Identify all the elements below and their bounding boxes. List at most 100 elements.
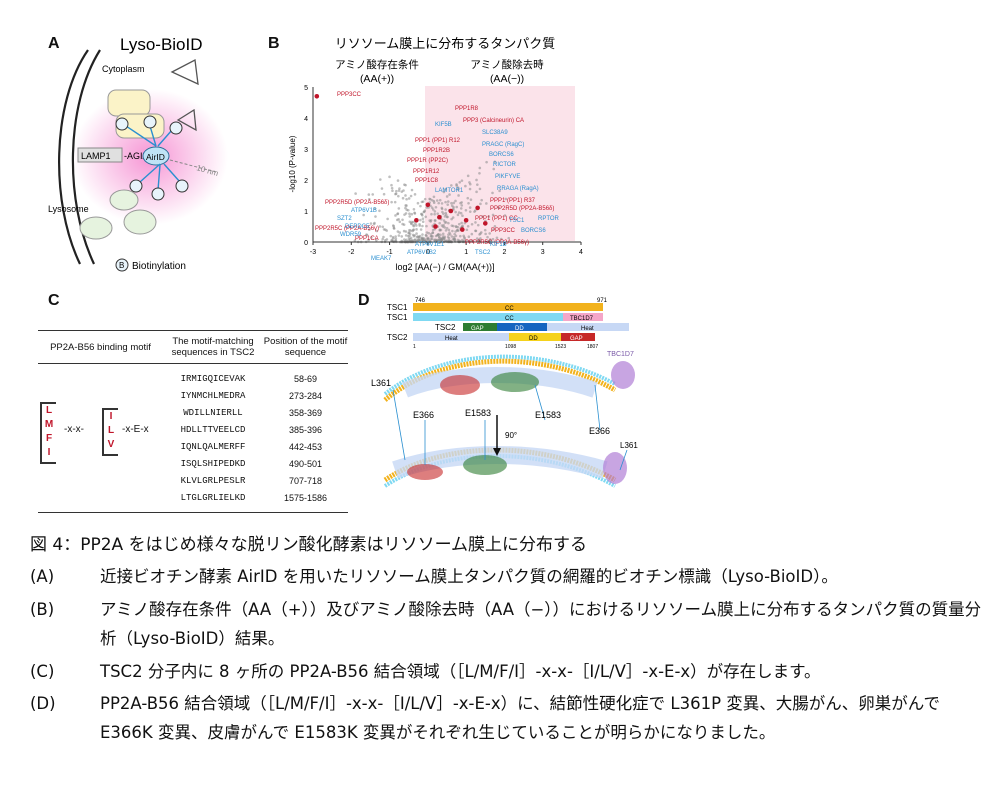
biotin-badge xyxy=(115,117,129,131)
data-point xyxy=(464,184,467,188)
data-point xyxy=(413,193,417,196)
caption-text: TSC2 分子内に 8 ヶ所の PP2A-B56 結合領域（［L/M/F/I］-… xyxy=(100,662,821,681)
data-point xyxy=(446,235,450,239)
data-point xyxy=(450,201,453,205)
y-tick-label: 2 xyxy=(304,178,308,185)
data-point xyxy=(468,210,472,213)
left-condition-label: アミノ酸存在条件 xyxy=(335,58,419,71)
panel-b-title: リソソーム膜上に分布するタンパク質 xyxy=(335,36,556,51)
domain-tracks: 746 971 TSC1 CC TSC1 CC TBC1D7 TSC2 GAP … xyxy=(387,298,629,350)
blue-protein-label: BORCS6 xyxy=(489,152,514,158)
tsc2-gap-bar-2 xyxy=(561,333,595,341)
agia-label: -AGIA- xyxy=(124,151,152,161)
data-point xyxy=(454,210,457,214)
data-point xyxy=(431,208,435,211)
data-point xyxy=(367,228,371,232)
right-condition-label: アミノ酸除去時 xyxy=(470,58,544,71)
biotin-badge xyxy=(129,179,143,193)
data-point xyxy=(475,237,479,240)
data-point xyxy=(448,193,451,196)
data-point xyxy=(450,204,454,208)
data-point xyxy=(431,228,435,232)
data-point xyxy=(464,208,468,212)
tsc1-end: 971 xyxy=(597,298,608,304)
data-point xyxy=(390,200,393,204)
x-tick-label: -2 xyxy=(348,249,354,256)
motif-sequence: ISQLSHIPEDKD xyxy=(180,458,246,469)
data-point xyxy=(428,219,431,222)
data-point xyxy=(455,229,459,232)
data-point xyxy=(414,222,417,225)
tsc2-gap-bottom xyxy=(407,464,443,480)
x-tick-label: 1 xyxy=(464,249,468,256)
data-point xyxy=(427,237,430,241)
data-point xyxy=(402,238,406,241)
data-point xyxy=(397,194,400,198)
data-point xyxy=(404,206,407,210)
blue-protein-label: KIF1B xyxy=(490,242,507,248)
data-point xyxy=(397,234,401,237)
caption-text: PP2A-B56 結合領域（［L/M/F/I］-x-x-［I/L/V］-x-E-… xyxy=(100,694,940,742)
highlight-point xyxy=(448,208,454,214)
red-protein-label: PPP2R5D (PP2A-B56δ) xyxy=(490,206,554,212)
motif-position: 273-284 xyxy=(288,390,323,401)
data-point xyxy=(444,211,448,215)
blue-protein-label: ATP6V1B2 xyxy=(407,250,437,256)
data-point xyxy=(456,213,460,217)
data-point xyxy=(478,233,481,236)
data-point xyxy=(416,201,420,205)
data-point xyxy=(395,189,398,193)
data-point xyxy=(447,221,450,225)
tsc2-heat-bar-2 xyxy=(413,333,509,341)
motif-position: 490-501 xyxy=(288,458,323,469)
data-point xyxy=(394,237,398,241)
data-point xyxy=(381,237,384,241)
caption-text: アミノ酸存在条件（AA（+））及びアミノ酸除去時（AA（−））におけるリソソーム… xyxy=(100,600,982,648)
data-point xyxy=(402,229,406,233)
data-point xyxy=(443,226,447,229)
tsc2-gap-label: GAP xyxy=(471,326,484,332)
data-point xyxy=(432,199,436,203)
membrane-protein-1 xyxy=(107,89,151,117)
motif-position: 58-69 xyxy=(293,373,318,384)
data-point xyxy=(430,206,434,209)
lamp1-label: LAMP1 xyxy=(81,151,111,161)
biotin-badge xyxy=(169,121,183,135)
blue-protein-label: TSC1 xyxy=(509,218,525,224)
red-protein-label: PPP2R5C (PP2A-B56γ) xyxy=(465,240,529,246)
data-point xyxy=(446,239,449,242)
data-point xyxy=(437,238,441,241)
data-point xyxy=(410,212,414,216)
caption-label: (B) xyxy=(30,600,55,619)
blue-protein-label: LAMTOR1 xyxy=(435,188,464,194)
tsc1-helix-top-2 xyxy=(383,354,616,396)
panel-b-letter: B xyxy=(268,35,280,52)
data-point xyxy=(404,212,408,215)
data-point xyxy=(492,228,495,231)
header-sequences: The motif-matching sequences in TSC2 xyxy=(171,336,255,358)
data-point xyxy=(415,232,418,235)
data-point xyxy=(468,187,472,191)
x-tick-label: -3 xyxy=(310,249,316,256)
data-point xyxy=(438,198,442,202)
data-point xyxy=(379,178,382,181)
data-point xyxy=(386,217,389,221)
motif-sequence: LTGLGRLIELKD xyxy=(180,492,246,503)
data-point xyxy=(468,206,472,209)
tsc2-tick: 1523 xyxy=(555,344,566,350)
motif-tail-text: -x-E-x xyxy=(122,424,149,435)
data-point xyxy=(433,212,436,216)
bracket-residue: L xyxy=(45,405,53,416)
data-point xyxy=(465,228,469,232)
blue-protein-label: ATP6V1E1 xyxy=(415,242,445,248)
x-tick-label: -1 xyxy=(386,249,392,256)
data-point xyxy=(487,215,491,218)
data-point xyxy=(470,232,474,236)
data-point xyxy=(504,197,508,201)
data-point xyxy=(442,190,446,194)
data-point xyxy=(430,237,434,241)
tbc1d7-bar xyxy=(563,313,603,321)
data-point xyxy=(413,211,416,215)
data-point xyxy=(407,197,411,200)
